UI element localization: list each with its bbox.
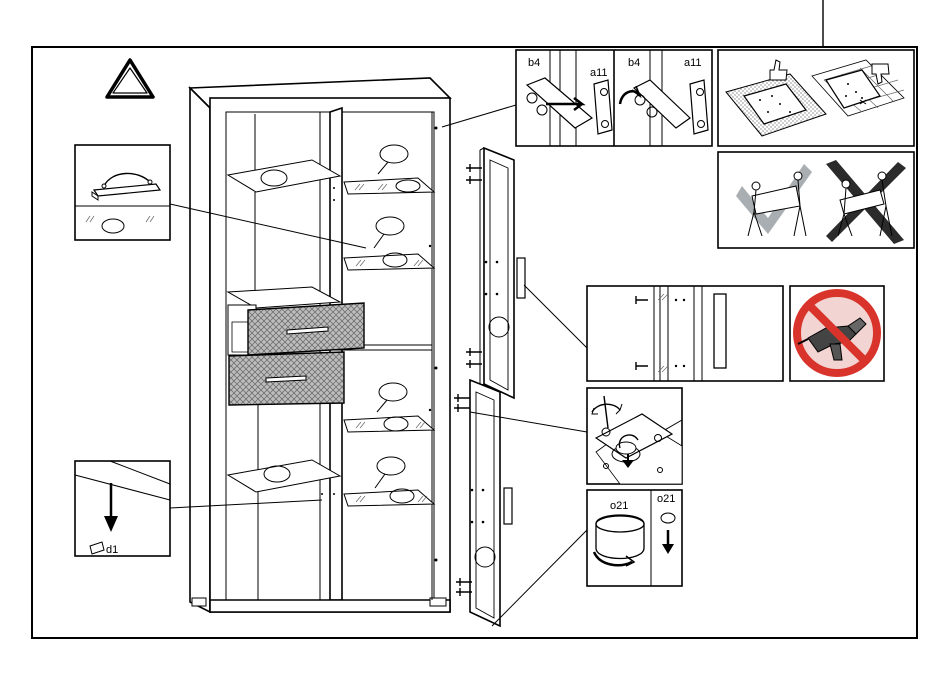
drawer-lower — [229, 352, 344, 405]
door-lower — [454, 380, 512, 626]
label-o21-left: o21 — [610, 500, 628, 512]
no-drill-panel — [790, 286, 884, 381]
label-o21-right: o21 — [657, 493, 675, 505]
cover-cap-panel: o21 o21 — [587, 490, 682, 586]
floor-protection-panel — [718, 50, 914, 146]
label-a11-left: a11 — [590, 67, 608, 79]
label-b4-left: b4 — [528, 57, 540, 69]
hinge-adjust-panel — [587, 388, 682, 484]
shelf-support-detail-panel — [75, 145, 170, 240]
label-b4-right: b4 — [628, 57, 640, 69]
d1-detail-panel: d1 — [75, 461, 170, 556]
hinge-detail-panel: b4 a11 b4 a11 — [516, 50, 712, 146]
no-drill-icon — [797, 293, 877, 373]
handle-screw-panel — [587, 286, 783, 381]
label-a11-right: a11 — [684, 57, 702, 69]
cabinet — [190, 78, 450, 612]
drawer-upper — [248, 303, 364, 355]
warning-triangle-icon — [107, 60, 153, 97]
door-upper — [466, 148, 525, 398]
carrying-panel — [718, 152, 914, 248]
label-d1: d1 — [106, 544, 118, 556]
